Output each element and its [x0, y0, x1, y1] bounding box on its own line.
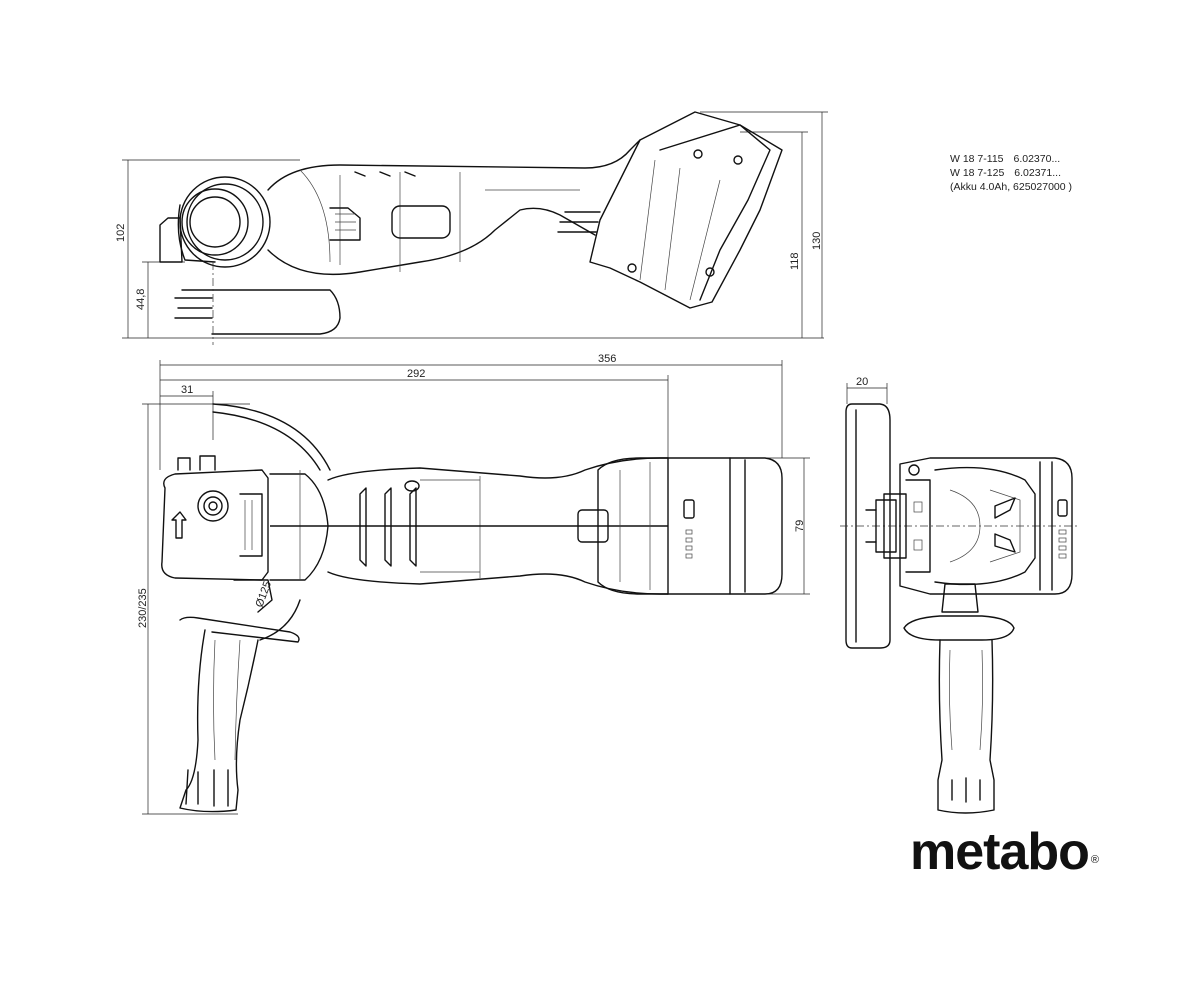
dim-side-total-height: 130 — [811, 232, 823, 250]
brand-name: metabo — [910, 823, 1090, 881]
dim-side-spindle: 44,8 — [135, 289, 147, 310]
dim-front-guard: 20 — [856, 376, 868, 388]
motor-housing — [267, 139, 641, 191]
battery-top — [597, 457, 783, 595]
spindle-lock — [197, 490, 229, 522]
article-number: 6.02370... — [1013, 153, 1061, 165]
dim-side-battery-height: 118 — [789, 252, 801, 270]
registered-mark: ® — [1090, 854, 1099, 866]
model-name: W 18 7-125 — [950, 167, 1005, 179]
side-handle-front — [941, 583, 979, 613]
disc-guard-top — [212, 403, 331, 471]
article-number: 6.02371... — [1014, 167, 1061, 179]
dim-nose: 31 — [181, 384, 193, 396]
disc-front — [845, 403, 891, 649]
model-notes: W 18 7-115 6.02370... W 18 7-125 6.02371..… — [950, 152, 1072, 194]
front-view: 20 — [840, 376, 1080, 814]
side-view: 102 44,8 118 130 — [115, 111, 828, 345]
dim-length-body: 292 — [407, 368, 425, 380]
dim-side-height: 102 — [115, 224, 127, 242]
brand-logo: metabo® — [910, 822, 1099, 882]
dim-handle-span: 230/235 — [137, 588, 149, 628]
dim-length-total: 356 — [598, 353, 616, 365]
paddle-switch — [391, 205, 451, 239]
head-front — [899, 457, 1073, 595]
dim-width: 79 — [794, 520, 806, 532]
disc-guard-side — [181, 289, 341, 335]
model-row-115: W 18 7-115 6.02370... — [950, 152, 1072, 166]
side-handle-top — [233, 579, 273, 613]
top-view: 356 292 31 230/235 79 — [137, 353, 810, 815]
paddle-switch-top — [577, 509, 609, 543]
motor-body-top — [327, 457, 669, 481]
model-name: W 18 7-115 — [950, 153, 1004, 165]
model-row-125: W 18 7-125 6.02371... — [950, 166, 1072, 180]
battery-note: (Akku 4.0Ah, 625027000 ) — [950, 181, 1073, 193]
gear-head-top — [161, 469, 269, 581]
